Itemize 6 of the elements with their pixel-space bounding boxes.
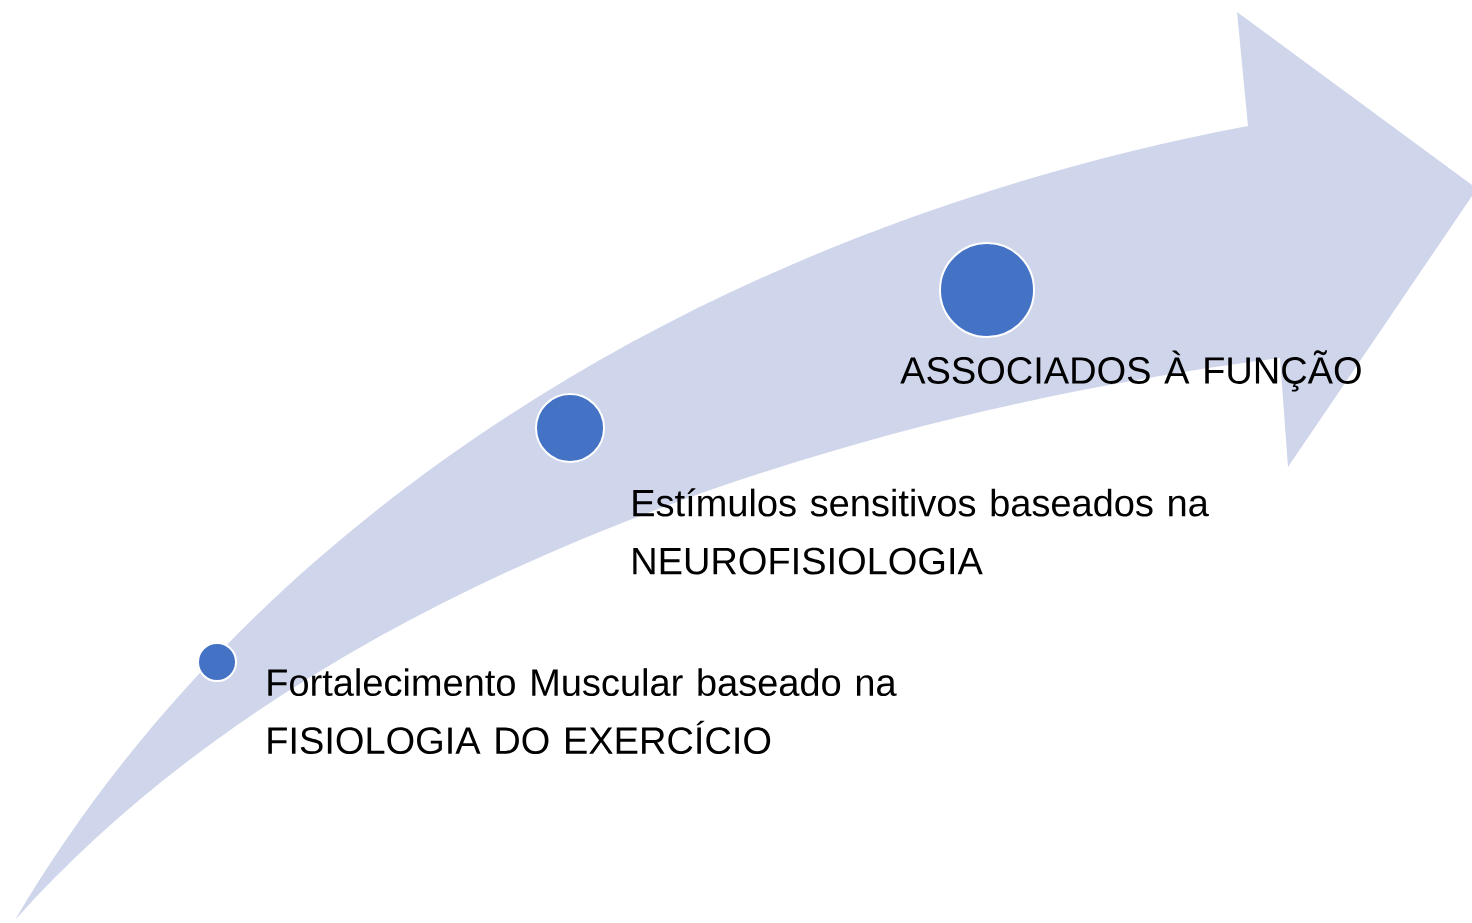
step-text: Estímulos sensitivos baseados na NEUROFISIOLOGIA xyxy=(633,488,1209,575)
circle-marker xyxy=(197,642,237,682)
step-text: Fortalecimento Muscular baseado na FISIOLOGIA DO EXERCÍCIO xyxy=(268,668,897,755)
circle-marker xyxy=(939,242,1035,338)
step-text: ASSOCIADOS À FUNÇÃO xyxy=(900,350,1361,392)
circle-marker xyxy=(535,393,605,463)
